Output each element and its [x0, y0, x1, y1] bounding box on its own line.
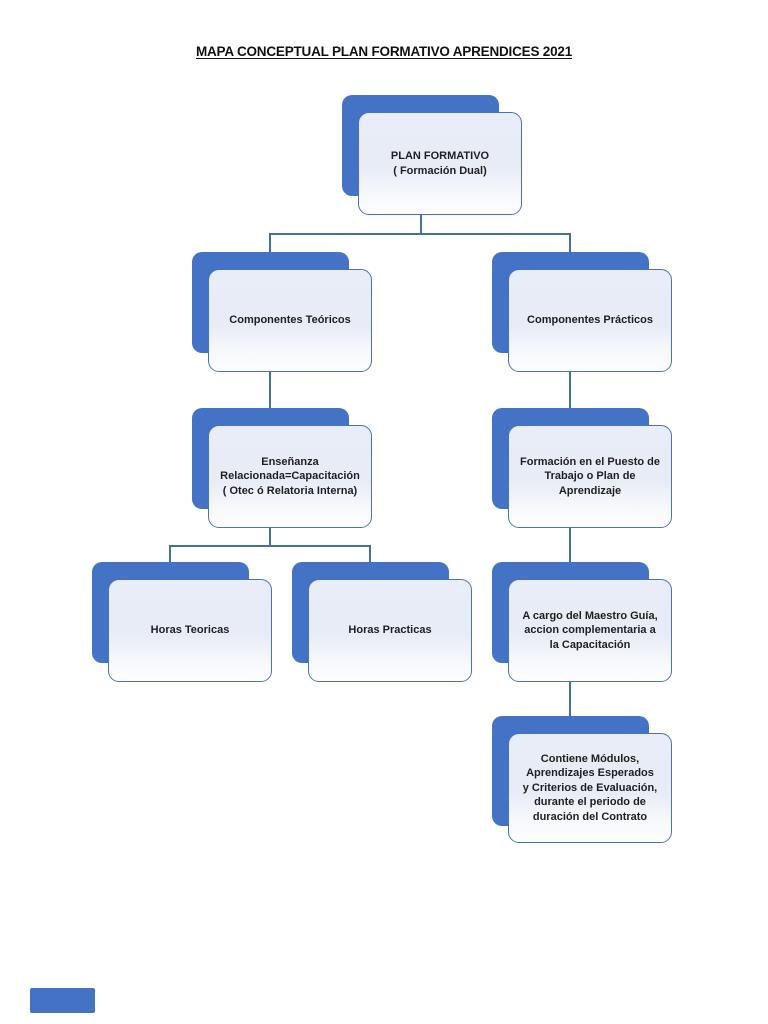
- page-bottom-blue-bar: [30, 988, 95, 1013]
- connector-acargo-contiene: [569, 681, 571, 734]
- node-box: Horas Teoricas: [108, 579, 272, 682]
- connector-formacion-acargo: [569, 527, 571, 580]
- connector-ensenanza-down: [269, 527, 271, 546]
- node-label: Formación en el Puesto de Trabajo o Plan…: [520, 455, 660, 497]
- connector-top-horizontal: [269, 233, 571, 235]
- node-box: Componentes Prácticos: [508, 269, 672, 372]
- node-box: PLAN FORMATIVO ( Formación Dual): [358, 112, 522, 215]
- connector-to-practicos: [569, 233, 571, 270]
- node-box: Componentes Teóricos: [208, 269, 372, 372]
- node-label: Contiene Módulos, Aprendizajes Esperados…: [522, 752, 658, 823]
- node-box: Contiene Módulos, Aprendizajes Esperados…: [508, 733, 672, 843]
- node-label: PLAN FORMATIVO ( Formación Dual): [390, 149, 490, 177]
- page-title: MAPA CONCEPTUAL PLAN FORMATIVO APRENDICE…: [195, 44, 573, 59]
- node-label: A cargo del Maestro Guía, accion complem…: [522, 609, 658, 651]
- node-box: Horas Practicas: [308, 579, 472, 682]
- connector-horas-horizontal: [169, 545, 371, 547]
- connector-teoricos-ensenanza: [269, 371, 271, 426]
- node-box: A cargo del Maestro Guía, accion complem…: [508, 579, 672, 682]
- connector-root-down: [420, 214, 422, 234]
- node-label: Horas Teoricas: [150, 624, 230, 637]
- connector-practicos-formacion: [569, 371, 571, 426]
- node-box: Enseñanza Relacionada=Capacitación ( Ote…: [208, 425, 372, 528]
- connector-to-teoricos: [269, 233, 271, 270]
- node-label: Horas Practicas: [348, 624, 432, 637]
- node-label: Enseñanza Relacionada=Capacitación ( Ote…: [220, 455, 360, 497]
- node-box: Formación en el Puesto de Trabajo o Plan…: [508, 425, 672, 528]
- node-label: Componentes Prácticos: [527, 314, 653, 327]
- node-label: Componentes Teóricos: [229, 314, 351, 327]
